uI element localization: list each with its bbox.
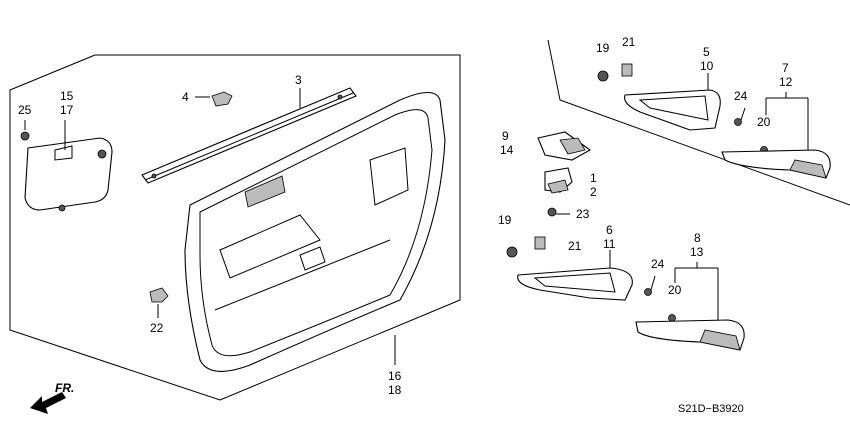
callout-20-lower: 20 bbox=[668, 283, 682, 297]
clip-part-21-lower bbox=[534, 236, 546, 250]
callout-11: 11 bbox=[603, 237, 616, 251]
screw-part-24-lower bbox=[644, 275, 656, 296]
front-direction-arrow bbox=[30, 392, 66, 414]
callout-4: 4 bbox=[182, 90, 189, 104]
callout-13: 13 bbox=[690, 245, 704, 259]
lock-knob-part-1-2 bbox=[544, 167, 573, 194]
handle-cover-part-7-12 bbox=[721, 149, 831, 179]
nut-part-19-lower bbox=[506, 246, 518, 258]
screw-part-23 bbox=[547, 207, 570, 217]
nut-part-19-upper bbox=[597, 70, 609, 82]
callout-23: 23 bbox=[576, 207, 590, 221]
callout-7: 7 bbox=[782, 61, 789, 75]
panel-frame-right bbox=[547, 39, 850, 206]
callout-12: 12 bbox=[779, 75, 793, 89]
callout-19-lower: 19 bbox=[498, 213, 512, 227]
callout-21-upper: 21 bbox=[622, 35, 636, 49]
direction-label: FR. bbox=[55, 381, 74, 395]
screw-part-25 bbox=[20, 120, 30, 141]
callout-16: 16 bbox=[388, 369, 402, 383]
panel-frame-left bbox=[9, 54, 461, 401]
clip-part-4 bbox=[195, 91, 233, 107]
callout-3: 3 bbox=[295, 73, 302, 87]
callout-2: 2 bbox=[590, 185, 597, 199]
callout-18: 18 bbox=[388, 383, 402, 397]
handle-cover-part-8-13 bbox=[635, 319, 745, 351]
callout-1: 1 bbox=[590, 171, 597, 185]
callout-17: 17 bbox=[60, 103, 74, 117]
callout-20-upper: 20 bbox=[757, 115, 771, 129]
callout-24-lower: 24 bbox=[651, 257, 665, 271]
callout-22: 22 bbox=[150, 321, 164, 335]
screw-part-24-upper bbox=[734, 107, 746, 126]
speaker-cover-part bbox=[24, 137, 113, 212]
bezel-part-9-14 bbox=[537, 131, 592, 161]
handle-frame-part-5-10 bbox=[624, 73, 721, 131]
callout-19-upper: 19 bbox=[596, 41, 610, 55]
clip-part-22 bbox=[149, 287, 169, 318]
callout-15: 15 bbox=[60, 89, 74, 103]
handle-frame-part-6-11 bbox=[517, 250, 633, 301]
callout-25: 25 bbox=[18, 103, 32, 117]
callout-21-lower: 21 bbox=[568, 239, 582, 253]
callout-5: 5 bbox=[703, 45, 710, 59]
callout-24-upper: 24 bbox=[734, 89, 748, 103]
callout-14: 14 bbox=[500, 143, 514, 157]
callout-8: 8 bbox=[694, 231, 701, 245]
cap-part-20-lower bbox=[668, 314, 676, 322]
weatherstrip-part-3 bbox=[141, 87, 357, 184]
door-lining-part bbox=[184, 91, 446, 372]
clip-part-21-upper bbox=[621, 63, 633, 77]
callout-9: 9 bbox=[502, 129, 509, 143]
callout-10: 10 bbox=[700, 59, 714, 73]
diagram-code: S21D−B3920 bbox=[678, 403, 744, 415]
callout-6: 6 bbox=[606, 223, 613, 237]
